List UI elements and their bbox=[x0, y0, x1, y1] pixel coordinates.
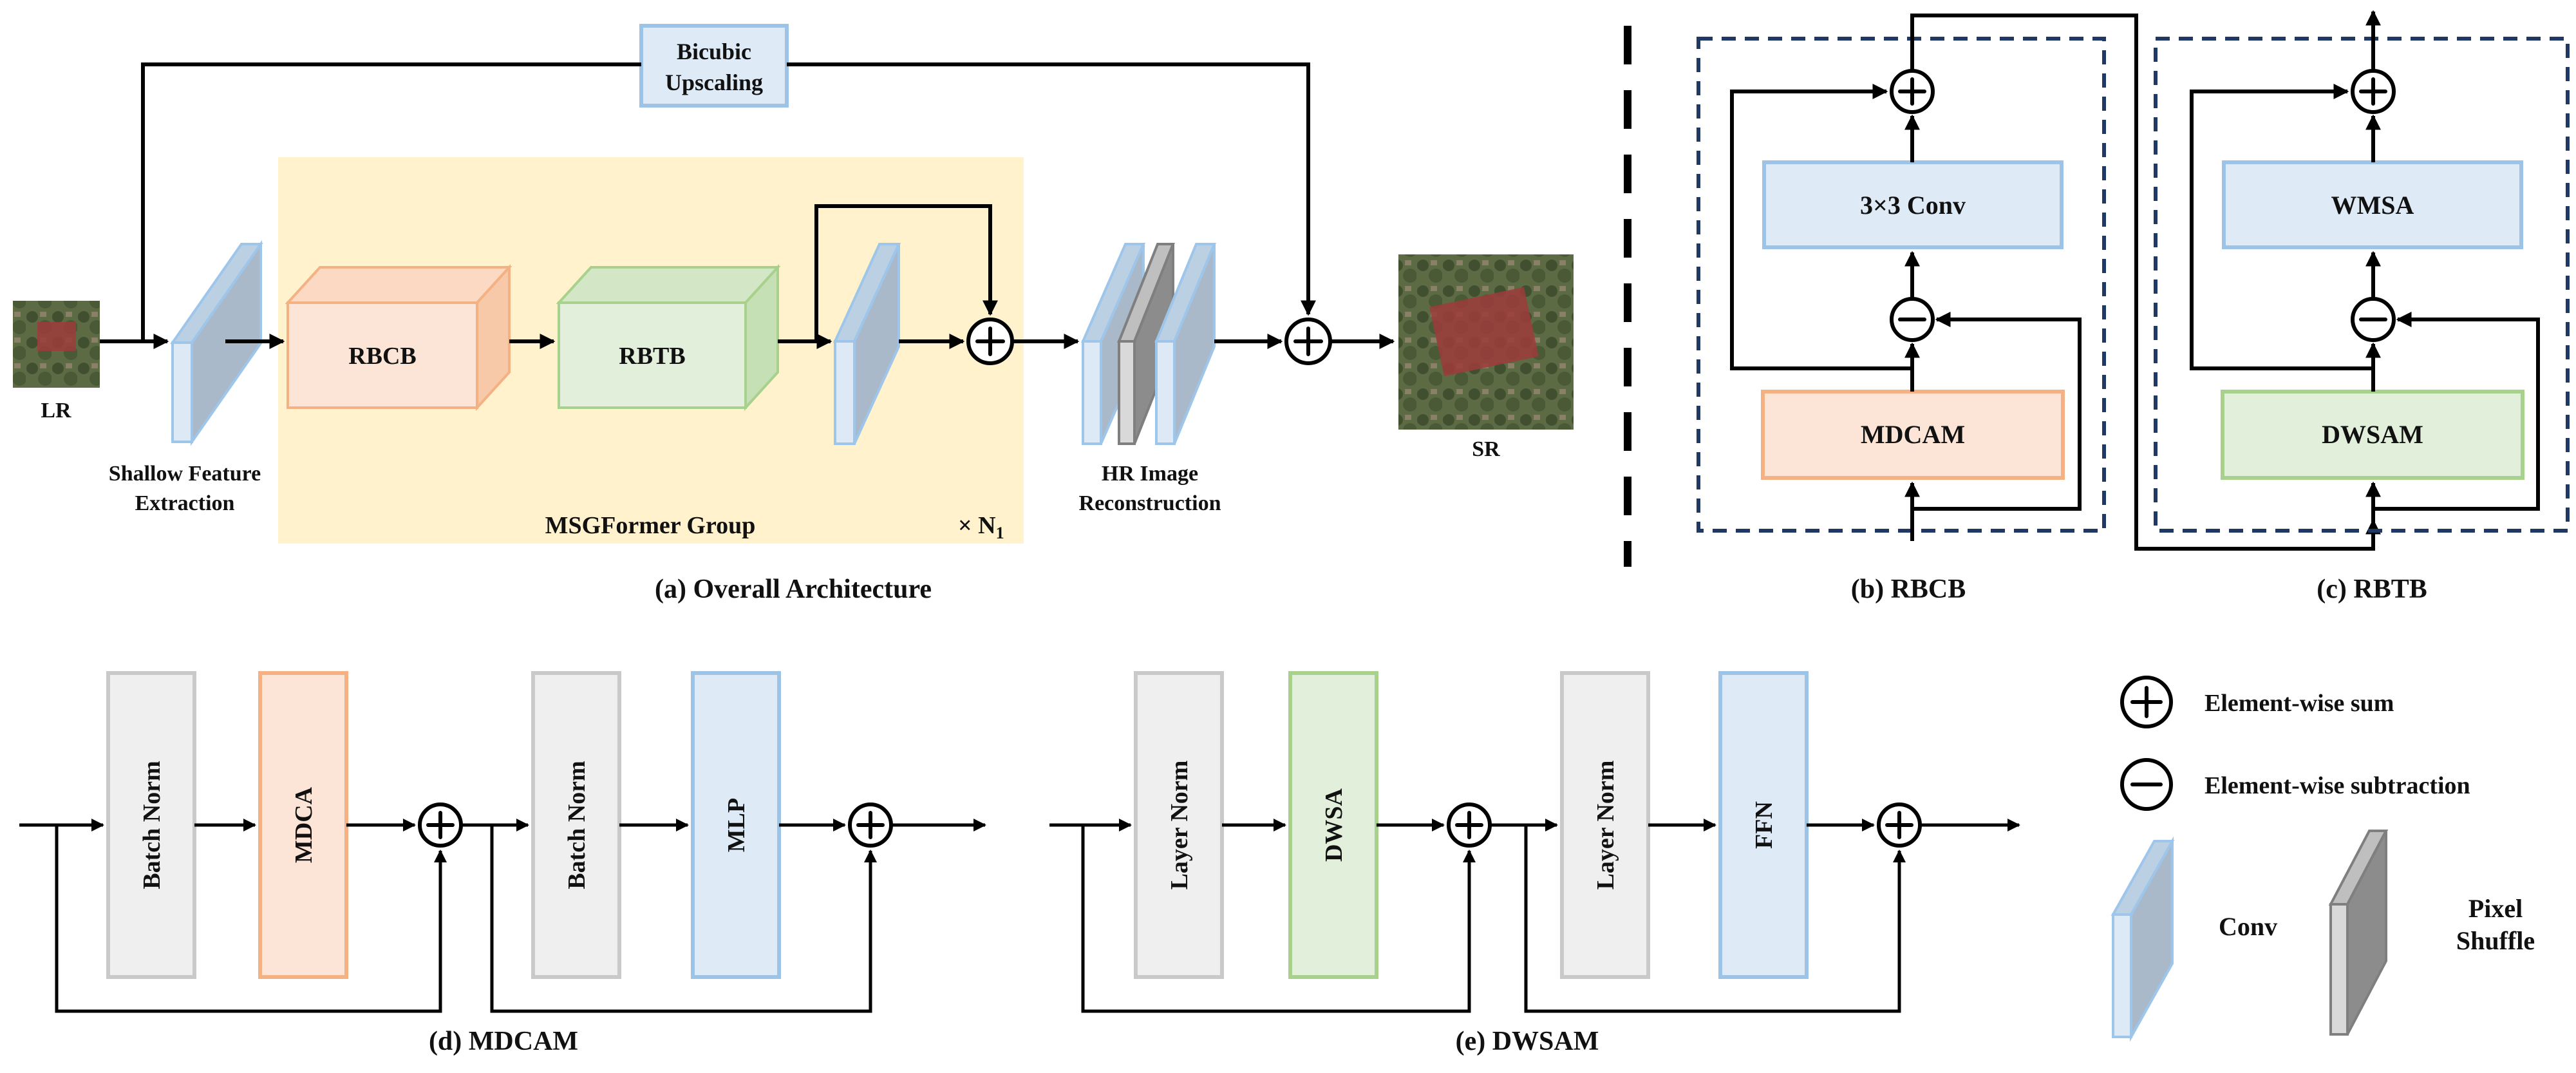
group-conv-block bbox=[832, 243, 901, 445]
lr-image-court bbox=[37, 322, 76, 351]
mdcam-sum-operator-2 bbox=[848, 802, 893, 848]
rbcb-conv-block bbox=[1762, 160, 2064, 249]
dwsam-block-layernorm-1-label: Layer Norm bbox=[1166, 761, 1193, 890]
rbtb-connectors bbox=[2190, 10, 2540, 520]
dwsam-block-layernorm-2 bbox=[1560, 671, 1650, 979]
rbcb-mdcam-label: MDCAM bbox=[1861, 420, 1965, 449]
output-sum-operator bbox=[1284, 318, 1332, 365]
shallow-label-line1: Shallow Feature bbox=[109, 462, 261, 486]
mdcam-block-mlp bbox=[691, 671, 781, 979]
hr-label-line2: Reconstruction bbox=[1079, 491, 1221, 515]
legend-sub-icon bbox=[2120, 758, 2173, 811]
mdcam-block-batchnorm-2-label: Batch Norm bbox=[563, 761, 590, 889]
mdcam-caption: (d) MDCAM bbox=[429, 1027, 578, 1056]
repeat-count-label: × N1 bbox=[958, 512, 1004, 542]
legend-pixel-shuffle-icon bbox=[2328, 830, 2389, 1036]
rbcb-caption: (b) RBCB bbox=[1851, 574, 1966, 604]
dwsam-connectors bbox=[1049, 819, 2020, 1013]
rbcb-sub-operator bbox=[1890, 297, 1935, 342]
dwsam-sum-operator-2 bbox=[1877, 802, 1922, 848]
shallow-label-line2: Extraction bbox=[135, 491, 235, 515]
bicubic-label-line2: Upscaling bbox=[665, 70, 763, 95]
sr-image-court bbox=[1429, 287, 1539, 377]
rbtb-wmsa-block bbox=[2222, 160, 2523, 249]
legend-conv-icon bbox=[2111, 836, 2175, 1042]
rbcb-detail-panel: 3×3 Conv MDCAM (b) RBCB bbox=[1697, 14, 2381, 604]
dwsam-block-layernorm-2-label: Layer Norm bbox=[1592, 761, 1619, 890]
legend: Element-wise sum Element-wise subtractio… bbox=[2111, 676, 2535, 1042]
dwsam-block-dwsa bbox=[1288, 671, 1378, 979]
rbtb-detail-panel: WMSA DWSAM (c) RBTB bbox=[2154, 10, 2570, 604]
mdcam-block-mlp-label: MLP bbox=[723, 798, 750, 852]
rbtb-block bbox=[556, 263, 781, 412]
msgformer-group-label: MSGFormer Group bbox=[545, 512, 756, 539]
dwsam-block-ffn-label: FFN bbox=[1751, 801, 1778, 849]
rbtb-label: RBTB bbox=[619, 343, 685, 370]
rbcb-dashed-box bbox=[1697, 37, 2106, 533]
rbtb-dwsam-label: DWSAM bbox=[2322, 420, 2423, 449]
dwsam-block-ffn bbox=[1718, 671, 1809, 979]
mdcam-connectors bbox=[19, 819, 986, 1013]
overall-caption: (a) Overall Architecture bbox=[655, 574, 932, 604]
dwsam-block-dwsa-label: DWSA bbox=[1321, 788, 1348, 862]
rbcb-conv-label: 3×3 Conv bbox=[1860, 191, 1966, 220]
bicubic-label-line1: Bicubic bbox=[677, 39, 751, 64]
rbcb-block bbox=[285, 263, 512, 412]
group-sum-operator bbox=[966, 318, 1014, 365]
hr-reconstruction-block bbox=[1080, 243, 1216, 445]
rbtb-sum-operator bbox=[2351, 69, 2396, 114]
legend-sum-icon bbox=[2120, 676, 2173, 728]
dwsam-caption: (e) DWSAM bbox=[1456, 1027, 1599, 1056]
legend-sub-label: Element-wise subtraction bbox=[2205, 772, 2470, 799]
lr-label: LR bbox=[41, 399, 71, 423]
mdcam-sum-operator-1 bbox=[418, 802, 463, 848]
legend-sum-label: Element-wise sum bbox=[2205, 690, 2394, 717]
mdcam-block-batchnorm-1-label: Batch Norm bbox=[138, 761, 165, 889]
dwsam-panel: Layer Norm DWSA Layer Norm FFN (e) DWSAM bbox=[1049, 671, 2020, 1056]
legend-shuffle-label-line2: Shuffle bbox=[2456, 926, 2535, 955]
mdcam-block-mdca-label: MDCA bbox=[290, 786, 317, 863]
legend-conv-label: Conv bbox=[2219, 912, 2277, 941]
rbtb-wmsa-label: WMSA bbox=[2331, 191, 2414, 220]
sr-label: SR bbox=[1472, 437, 1500, 461]
hr-label-line1: HR Image bbox=[1102, 462, 1198, 486]
overall-connectors bbox=[100, 62, 1395, 349]
rbcb-connectors bbox=[1730, 14, 2381, 551]
rbcb-mdcam-block bbox=[1761, 390, 2065, 480]
dwsam-sum-operator-1 bbox=[1447, 802, 1492, 848]
mdcam-panel: Batch Norm MDCA Batch Norm MLP (d) MDCAM bbox=[19, 671, 986, 1056]
rbtb-sub-operator bbox=[2351, 297, 2396, 342]
rbtb-dashed-box bbox=[2154, 37, 2570, 533]
rbcb-sum-operator bbox=[1890, 69, 1935, 114]
mdcam-block-batchnorm-1 bbox=[106, 671, 196, 979]
rbtb-caption: (c) RBTB bbox=[2317, 574, 2427, 604]
rbcb-label: RBCB bbox=[348, 343, 417, 370]
overall-architecture-panel: MSGFormer Group × N1 LR Bicubic Upscalin… bbox=[13, 24, 1574, 604]
legend-shuffle-label-line1: Pixel bbox=[2468, 894, 2523, 923]
